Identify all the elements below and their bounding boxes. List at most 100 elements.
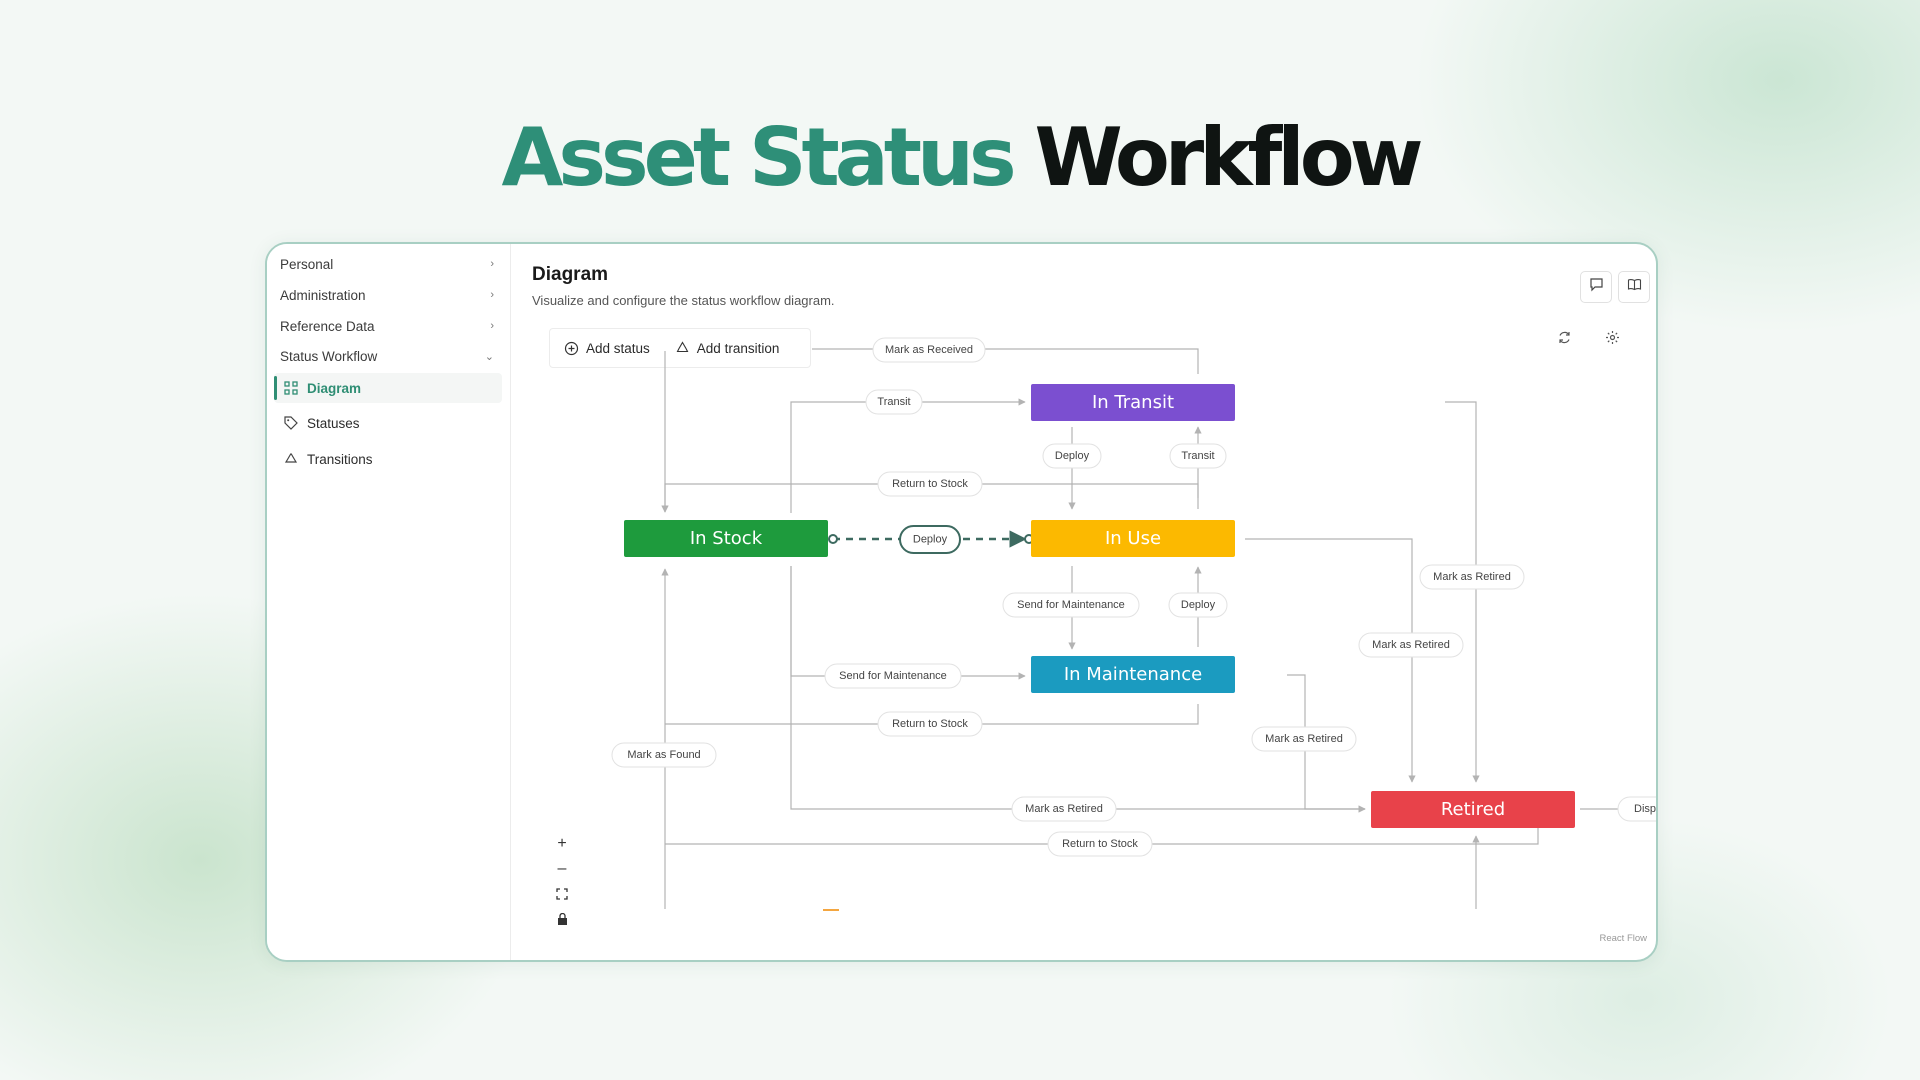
node-in-stock[interactable]: In Stock — [624, 520, 828, 557]
sidebar-group-reference-data[interactable]: Reference Data › — [280, 313, 502, 339]
sidebar-group-label: Reference Data — [280, 318, 375, 334]
tag-icon — [283, 415, 299, 431]
fit-view-button[interactable] — [550, 881, 574, 906]
chevron-right-icon: › — [490, 258, 494, 270]
add-transition-button[interactable]: Add transition — [661, 341, 791, 356]
add-transition-label: Add transition — [696, 340, 780, 356]
edge-label-deploy-2[interactable]: Deploy — [1168, 592, 1228, 618]
edge-marker-dot — [823, 909, 839, 911]
node-in-use[interactable]: In Use — [1031, 520, 1235, 557]
page-subtitle: Visualize and configure the status workf… — [532, 293, 835, 308]
edge-label-text: Deploy — [913, 534, 948, 546]
book-icon — [1627, 277, 1642, 297]
zoom-in-button[interactable]: + — [550, 831, 574, 856]
comment-button[interactable] — [1580, 271, 1612, 303]
edge-label-text: Return to Stock — [1062, 838, 1138, 850]
edge-label-text: Mark as Received — [885, 344, 973, 356]
edge-label-return-to-stock-3[interactable]: Return to Stock — [1047, 831, 1153, 857]
sidebar-group-personal[interactable]: Personal › — [280, 251, 502, 277]
edge-label-text: Mark as Retired — [1265, 733, 1343, 745]
edge-label-mark-as-retired-3[interactable]: Mark as Retired — [1251, 726, 1357, 752]
edge-label-mark-as-retired-4[interactable]: Mark as Retired — [1011, 796, 1117, 822]
fit-view-icon — [556, 887, 568, 900]
minus-icon: – — [557, 859, 567, 877]
zoom-controls: + – — [550, 831, 574, 931]
edge-mark-as-received[interactable] — [812, 348, 1199, 374]
sidebar: Personal › Administration › Reference Da… — [267, 244, 511, 960]
workflow-diagram[interactable]: In Transit In Stock In Use In Maintenanc… — [267, 244, 1656, 960]
edge-transit-to-in-transit[interactable] — [790, 398, 1026, 513]
zoom-out-button[interactable]: – — [550, 856, 574, 881]
sidebar-item-label: Diagram — [307, 380, 362, 396]
edge-label-return-to-stock-1[interactable]: Return to Stock — [877, 471, 983, 497]
edge-label-deploy-selected[interactable]: Deploy — [899, 525, 961, 554]
hero-title: Asset Status Workflow — [0, 110, 1920, 206]
hero-title-accent: Asset Status — [501, 111, 1016, 204]
edge-return-to-stock-2[interactable] — [665, 704, 1199, 725]
app-window: Personal › Administration › Reference Da… — [265, 242, 1658, 962]
gear-icon — [1605, 330, 1620, 350]
comment-icon — [1589, 277, 1604, 297]
edge-transit-to-retired[interactable] — [1445, 401, 1480, 783]
edge-label-transit-2[interactable]: Transit — [1169, 443, 1227, 469]
sidebar-group-label: Administration — [280, 287, 366, 303]
edge-label-send-for-maintenance-2[interactable]: Send for Maintenance — [824, 663, 962, 689]
sidebar-item-statuses[interactable]: Statuses — [274, 408, 502, 438]
node-label: In Stock — [690, 528, 763, 549]
sidebar-group-label: Status Workflow — [280, 348, 378, 364]
chevron-right-icon: › — [490, 289, 494, 301]
edge-label-text: Disp — [1634, 803, 1656, 815]
add-status-label: Add status — [586, 340, 650, 356]
edge-label-mark-as-found[interactable]: Mark as Found — [611, 742, 717, 768]
edge-label-transit-1[interactable]: Transit — [865, 389, 923, 415]
sidebar-group-label: Personal — [280, 256, 334, 272]
sidebar-item-transitions[interactable]: Transitions — [274, 444, 502, 474]
node-retired[interactable]: Retired — [1371, 791, 1575, 828]
edge-label-text: Mark as Retired — [1025, 803, 1103, 815]
chevron-down-icon: ⌄ — [484, 350, 494, 363]
sidebar-item-label: Statuses — [307, 415, 360, 431]
node-in-transit[interactable]: In Transit — [1031, 384, 1235, 421]
hero-title-dark: Workflow — [1034, 111, 1423, 204]
sidebar-group-administration[interactable]: Administration › — [280, 282, 502, 308]
edge-label-mark-as-received[interactable]: Mark as Received — [872, 337, 986, 363]
node-label: In Maintenance — [1064, 664, 1202, 685]
node-label: Retired — [1441, 799, 1505, 820]
refresh-button[interactable] — [1550, 326, 1578, 354]
edge-source-handle[interactable] — [828, 534, 838, 544]
node-in-maintenance[interactable]: In Maintenance — [1031, 656, 1235, 693]
edge-send-for-maintenance-2[interactable] — [790, 566, 1026, 680]
sidebar-group-status-workflow[interactable]: Status Workflow ⌄ — [280, 343, 502, 369]
node-label: In Transit — [1092, 392, 1174, 413]
edge-label-dispose[interactable]: Disp — [1617, 796, 1656, 822]
edge-stock-to-retired[interactable] — [790, 566, 1366, 813]
edge-label-text: Deploy — [1055, 450, 1090, 462]
edge-use-to-retired[interactable] — [1245, 538, 1416, 783]
page-title: Diagram — [532, 264, 609, 285]
sidebar-item-label: Transitions — [307, 451, 373, 467]
edge-label-send-for-maintenance-1[interactable]: Send for Maintenance — [1002, 592, 1140, 618]
settings-button[interactable] — [1598, 326, 1626, 354]
edge-label-deploy-1[interactable]: Deploy — [1042, 443, 1102, 469]
edge-label-text: Send for Maintenance — [839, 670, 947, 682]
edge-label-mark-as-retired-2[interactable]: Mark as Retired — [1358, 632, 1464, 658]
recycle-icon — [283, 451, 299, 467]
react-flow-attribution[interactable]: React Flow — [1599, 933, 1647, 944]
plus-icon: + — [557, 834, 567, 852]
edge-label-return-to-stock-2[interactable]: Return to Stock — [877, 711, 983, 737]
edge-return-to-stock-3[interactable] — [665, 826, 1539, 845]
lock-button[interactable] — [550, 906, 574, 931]
edge-label-text: Mark as Found — [627, 749, 700, 761]
sidebar-item-diagram[interactable]: Diagram — [274, 373, 502, 403]
edge-label-text: Deploy — [1181, 599, 1216, 611]
edge-label-text: Transit — [877, 396, 910, 408]
add-status-button[interactable]: Add status — [550, 341, 661, 356]
edge-label-mark-as-retired-1[interactable]: Mark as Retired — [1419, 564, 1525, 590]
docs-button[interactable] — [1618, 271, 1650, 303]
node-label: In Use — [1105, 528, 1161, 549]
lock-icon — [557, 912, 567, 925]
plus-circle-icon — [564, 341, 579, 355]
edge-label-text: Return to Stock — [892, 478, 968, 490]
chevron-right-icon: › — [490, 320, 494, 332]
edge-label-text: Send for Maintenance — [1017, 599, 1125, 611]
